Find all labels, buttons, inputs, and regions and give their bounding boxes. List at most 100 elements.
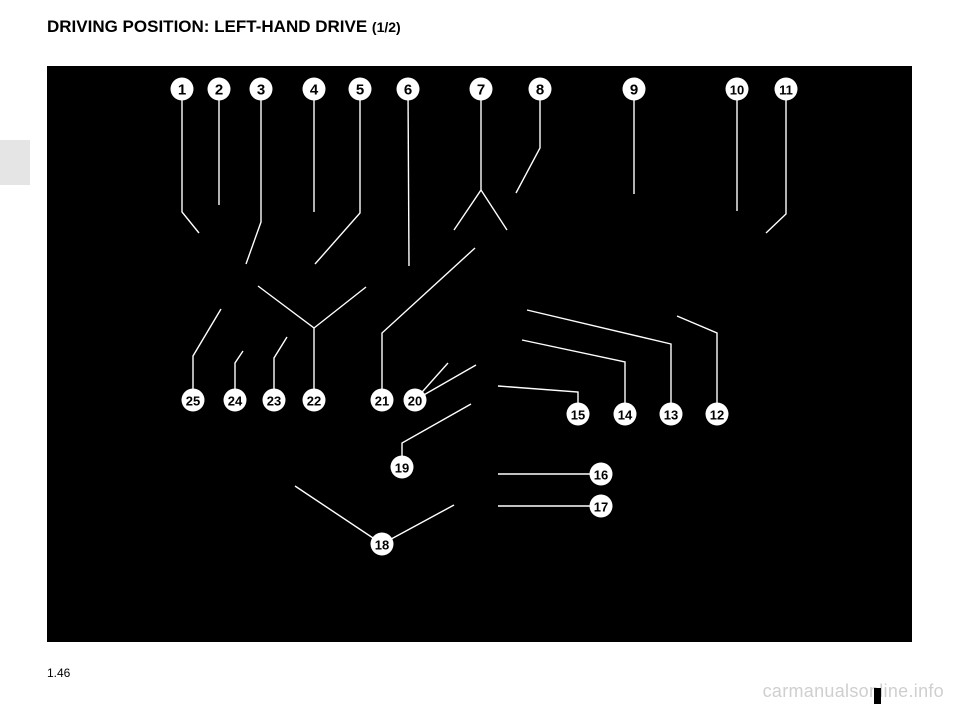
callout-bubble	[170, 77, 194, 101]
callout-number: 11	[779, 83, 793, 98]
callout-number: 17	[594, 500, 608, 515]
callout-number: 14	[618, 408, 633, 423]
leader-line	[453, 89, 482, 231]
callout-3: 3	[249, 77, 273, 101]
callout-number: 8	[536, 82, 544, 99]
leader-line	[401, 403, 472, 467]
callout-number: 7	[477, 82, 485, 99]
callout-bubble	[725, 77, 749, 101]
callout-bubble	[302, 388, 326, 412]
callout-bubble	[370, 388, 394, 412]
callout-bubble	[207, 77, 231, 101]
leader-line	[381, 504, 455, 545]
section-tab	[0, 140, 30, 185]
leader-line	[273, 336, 288, 400]
callout-bubble	[181, 388, 205, 412]
callout-number: 15	[571, 408, 585, 423]
callout-19: 19	[390, 455, 414, 479]
callout-24: 24	[223, 388, 247, 412]
callout-number: 12	[710, 408, 724, 423]
page-title: DRIVING POSITION: LEFT-HAND DRIVE (1/2)	[47, 17, 401, 37]
callout-number: 23	[267, 394, 281, 409]
callout-number: 21	[375, 394, 389, 409]
callout-number: 22	[307, 394, 321, 409]
leader-line	[407, 88, 410, 267]
callout-number: 16	[594, 468, 608, 483]
callout-number: 20	[408, 394, 422, 409]
leader-line	[192, 308, 222, 400]
callout-number: 25	[186, 394, 200, 409]
callout-17: 17	[589, 494, 613, 518]
callout-bubble	[622, 77, 646, 101]
callout-bubble	[589, 462, 613, 486]
callout-bubble	[566, 402, 590, 426]
leader-line	[234, 350, 244, 400]
callout-bubble	[528, 77, 552, 101]
callout-bubble	[613, 402, 637, 426]
callout-bubble	[396, 77, 420, 101]
page-end-marker	[874, 688, 881, 704]
callout-bubble	[302, 77, 326, 101]
page-title-part: (1/2)	[371, 19, 401, 35]
callout-bubble	[659, 402, 683, 426]
callout-14: 14	[613, 402, 637, 426]
callout-4: 4	[302, 77, 326, 101]
callout-18: 18	[370, 532, 394, 556]
callout-bubble	[774, 77, 798, 101]
callout-13: 13	[659, 402, 683, 426]
callout-number: 6	[404, 82, 412, 99]
callout-15: 15	[566, 402, 590, 426]
leader-line	[676, 315, 718, 414]
leader-line	[313, 286, 367, 329]
leader-line	[497, 385, 579, 414]
page-number: 1.46	[47, 666, 71, 680]
leader-line	[257, 285, 315, 400]
callout-7: 7	[469, 77, 493, 101]
leader-line	[765, 89, 787, 234]
leader-line	[314, 89, 361, 265]
callout-22: 22	[302, 388, 326, 412]
callout-number: 18	[375, 538, 389, 553]
leader-line	[526, 309, 672, 414]
callout-bubble	[249, 77, 273, 101]
callout-21: 21	[370, 388, 394, 412]
callout-6: 6	[396, 77, 420, 101]
callout-10: 10	[725, 77, 749, 101]
callout-16: 16	[589, 462, 613, 486]
leader-line	[480, 189, 508, 231]
callout-bubble	[370, 532, 394, 556]
callout-number: 9	[630, 82, 638, 99]
callout-bubble	[403, 388, 427, 412]
callout-number: 3	[257, 82, 265, 99]
callout-11: 11	[774, 77, 798, 101]
watermark: carmanualsonline.info	[762, 681, 944, 701]
callout-number: 2	[215, 82, 223, 99]
callout-bubble	[589, 494, 613, 518]
callout-bubble	[469, 77, 493, 101]
leader-line	[181, 89, 200, 234]
callout-number: 13	[664, 408, 678, 423]
callout-9: 9	[622, 77, 646, 101]
leader-line	[521, 339, 626, 414]
callout-bubble	[262, 388, 286, 412]
callout-23: 23	[262, 388, 286, 412]
leader-line	[294, 485, 383, 545]
leader-line	[381, 247, 476, 400]
callout-number: 4	[310, 82, 319, 99]
callout-bubble	[348, 77, 372, 101]
leader-line	[515, 89, 541, 194]
leader-line	[414, 364, 477, 401]
callout-number: 19	[395, 461, 409, 476]
callout-1: 1	[170, 77, 194, 101]
leader-line	[245, 89, 262, 265]
callout-20: 20	[403, 388, 427, 412]
callout-number: 24	[228, 394, 243, 409]
callout-bubble	[223, 388, 247, 412]
callout-5: 5	[348, 77, 372, 101]
callout-bubble	[390, 455, 414, 479]
callout-8: 8	[528, 77, 552, 101]
callout-bubble	[705, 402, 729, 426]
callout-2: 2	[207, 77, 231, 101]
